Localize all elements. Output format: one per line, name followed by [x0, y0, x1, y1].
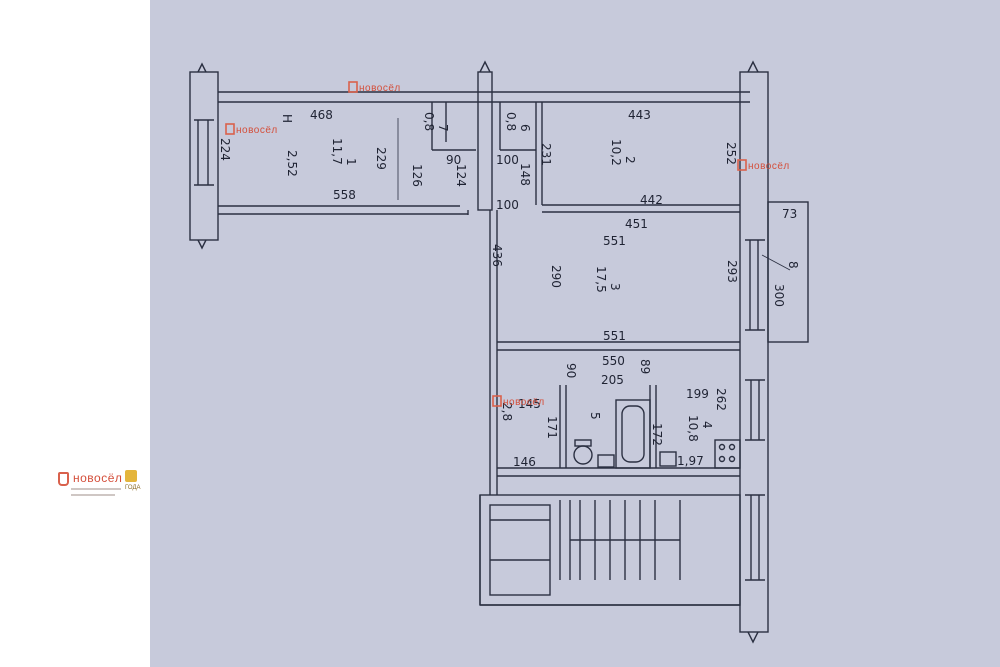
dim-300: 300	[772, 284, 786, 307]
floor-plan: 1 2 3 4 5 6 7 8 11,7 10,2 17,5 10,8 468 …	[189, 60, 809, 644]
tagline-line-2	[71, 494, 115, 496]
dim-551-upper: 551	[603, 234, 626, 248]
dim-146: 146	[513, 455, 536, 469]
side-watermark: новосёл ГОДА	[58, 468, 153, 510]
dim-89: 89	[638, 359, 652, 374]
dim-231: 231	[539, 143, 553, 166]
dim-442: 442	[640, 193, 663, 207]
dim-199: 199	[686, 387, 709, 401]
dim-205: 205	[601, 373, 624, 387]
dim-171: 171	[545, 416, 559, 439]
watermark-top: новосёл	[348, 81, 401, 94]
plan-sheet: 1 2 3 4 5 6 7 8 11,7 10,2 17,5 10,8 468 …	[150, 0, 1000, 667]
watermarks: новосёл новосёл новосёл новосёл	[225, 81, 790, 408]
dim-0-8-left: 0,8	[422, 112, 436, 131]
dim-2-8: 2,8	[500, 402, 514, 421]
dim-436: 436	[490, 244, 504, 267]
dim-2-52: 2,52	[285, 150, 299, 177]
dim-293: 293	[725, 260, 739, 283]
dimension-labels: 468 Н 224 2,52 558 229 126 124 0,8 0,8 9…	[218, 108, 797, 469]
watermark-brand-side: новосёл	[73, 471, 123, 485]
dim-1-97: 1,97	[677, 454, 704, 468]
dim-443: 443	[628, 108, 651, 122]
house-logo-icon	[58, 472, 69, 486]
watermark-brand-left: новосёл	[236, 125, 278, 136]
dim-126: 126	[410, 164, 424, 187]
watermark-left: новосёл	[225, 123, 278, 136]
dim-100-top: 100	[496, 153, 519, 167]
dim-0-8-right: 0,8	[504, 112, 518, 131]
room-number-6: 6	[518, 124, 532, 132]
room-numbers: 1 2 3 4 5 6 7 8	[344, 124, 800, 429]
dim-558: 558	[333, 188, 356, 202]
watermark-brand-top: новосёл	[359, 83, 401, 94]
dim-100-mid: 100	[496, 198, 519, 212]
area-room-2: 10,2	[609, 139, 623, 166]
dim-124: 124	[454, 164, 468, 187]
room-number-1: 1	[344, 158, 358, 166]
watermark-brand-bath: новосёл	[503, 397, 545, 408]
dim-90-top: 90	[446, 153, 461, 167]
dim-468: 468	[310, 108, 333, 122]
area-room-3: 17,5	[594, 266, 608, 293]
room-number-7: 7	[436, 124, 450, 132]
dim-551-lower: 551	[603, 329, 626, 343]
area-room-4: 10,8	[686, 415, 700, 442]
room-number-8: 8	[786, 261, 800, 269]
wall-lines	[189, 60, 809, 644]
room-number-3: 3	[608, 283, 622, 291]
dim-h-mark: Н	[280, 114, 294, 123]
room-number-2: 2	[623, 156, 637, 164]
award-badge-text: ГОДА	[125, 485, 141, 491]
dim-550: 550	[602, 354, 625, 368]
dim-73: 73	[782, 207, 797, 221]
dim-262: 262	[714, 388, 728, 411]
award-badge-icon	[125, 470, 137, 482]
dim-252-right: 252	[724, 142, 738, 165]
tagline-line	[71, 488, 121, 490]
dim-90-bath: 90	[564, 363, 578, 378]
dim-290: 290	[549, 265, 563, 288]
dim-148: 148	[518, 163, 532, 186]
area-room-1: 11,7	[330, 138, 344, 165]
dim-224: 224	[218, 138, 232, 161]
room-areas: 11,7 10,2 17,5 10,8	[330, 138, 700, 442]
room-number-4: 4	[700, 421, 714, 429]
dim-172: 172	[650, 423, 664, 446]
watermark-bath: новосёл	[492, 395, 545, 408]
dim-451: 451	[625, 217, 648, 231]
dim-229: 229	[374, 147, 388, 170]
room-number-5: 5	[588, 412, 602, 420]
dim-145: 145	[518, 397, 541, 411]
watermark-brand-right: новосёл	[748, 161, 790, 172]
watermark-right: новосёл	[737, 159, 790, 172]
